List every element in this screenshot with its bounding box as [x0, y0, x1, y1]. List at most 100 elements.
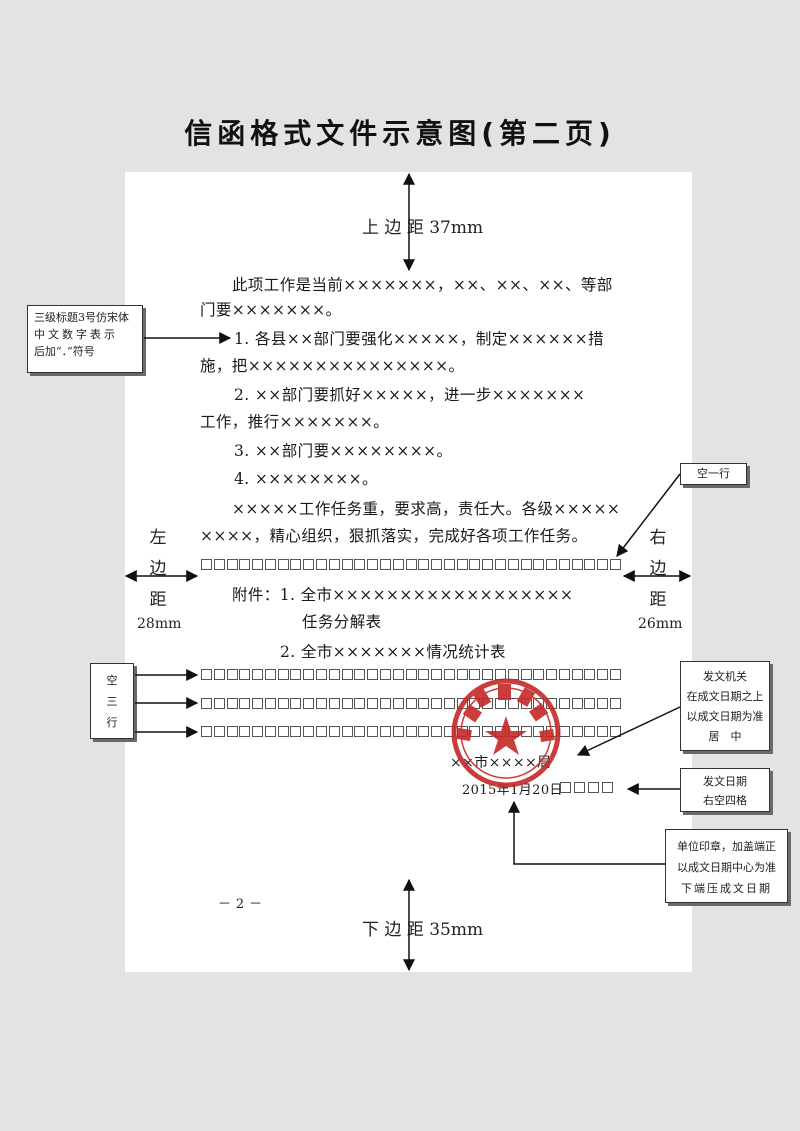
empty-char-box [610, 669, 621, 680]
empty-char-box [443, 669, 455, 680]
attachment-line: 附件：1. 全市×××××××××××××××××× [232, 586, 574, 604]
empty-char-box [379, 726, 391, 737]
empty-one-arrow [616, 473, 681, 557]
empty-char-box [239, 726, 251, 737]
issue-date: 2015年1月20日 [462, 783, 563, 798]
callout-text: 三级标题3号仿宋体 [34, 311, 129, 324]
body-line: 3. ××部门要××××××××。 [234, 442, 453, 460]
empty-char-box [213, 726, 225, 737]
empty-line-boxes [201, 558, 621, 572]
empty-char-box [431, 669, 443, 680]
empty-char-box [584, 559, 596, 570]
empty-char-box [316, 669, 328, 680]
empty-char-box [316, 726, 328, 737]
empty-char-box [226, 726, 238, 737]
empty-char-box [418, 669, 430, 680]
callout-text: 空 [106, 674, 118, 687]
empty-char-box [213, 669, 225, 680]
empty-char-box [354, 698, 366, 709]
empty-char-box [341, 559, 353, 570]
empty-char-box [482, 559, 494, 570]
empty-char-box [264, 669, 276, 680]
callout-text: 发文日期 [703, 775, 747, 788]
empty-char-box [431, 698, 443, 709]
empty-char-box [443, 559, 455, 570]
empty-char-box [226, 698, 238, 709]
empty-char-box [277, 726, 289, 737]
empty-char-box [431, 726, 443, 737]
empty-char-box [546, 559, 558, 570]
callout-text: 后加“．”符号 [34, 345, 95, 358]
empty-char-box [571, 698, 583, 709]
callout-text: 以成文日期为准 [686, 710, 764, 723]
right-margin-char-1: 右 [649, 528, 667, 548]
attachment-line: 2. 全市×××××××情况统计表 [280, 643, 506, 661]
body-line: ×××××工作任务重，要求高，责任大。各级××××× [232, 500, 621, 518]
empty-char-box [405, 698, 417, 709]
empty-char-box [584, 726, 596, 737]
callout-text: 下端压成文日期 [681, 882, 772, 895]
left-margin-char-3: 距 [149, 590, 167, 610]
empty-char-box [252, 559, 264, 570]
empty-char-box [392, 669, 404, 680]
empty-char-box [303, 698, 315, 709]
empty-char-box [597, 559, 609, 570]
page-title: 信函格式文件示意图(第二页) [184, 117, 616, 150]
empty-char-box [597, 698, 609, 709]
body-line: 施，把×××××××××××××××。 [200, 357, 465, 375]
empty-char-box [367, 726, 379, 737]
empty-char-box [277, 669, 289, 680]
empty-char-box [303, 669, 315, 680]
callout-empty-three: 空 三 行 [90, 663, 134, 739]
empty-char-box [226, 669, 238, 680]
empty-char-box [610, 559, 621, 570]
empty-char-box [328, 559, 340, 570]
body-line: ××××，精心组织，狠抓落实，完成好各项工作任务。 [200, 527, 588, 545]
empty-char-box [290, 559, 302, 570]
empty-char-box [469, 559, 481, 570]
empty-char-box [328, 698, 340, 709]
empty-char-box [379, 669, 391, 680]
empty-char-box [584, 669, 596, 680]
empty-char-box [201, 669, 212, 680]
empty-char-box [252, 726, 264, 737]
empty-char-box [239, 559, 251, 570]
empty-char-box [328, 726, 340, 737]
empty-char-box [418, 698, 430, 709]
empty-char-box [571, 669, 583, 680]
empty-char-box [290, 669, 302, 680]
empty-char-box [277, 698, 289, 709]
empty-char-box [456, 559, 468, 570]
empty-char-box [341, 669, 353, 680]
empty-char-box [201, 726, 212, 737]
empty-char-box [354, 669, 366, 680]
empty-char-box [533, 669, 545, 680]
letter-page [125, 172, 692, 972]
empty-char-box [379, 559, 391, 570]
empty-char-box [367, 669, 379, 680]
empty-char-box [405, 726, 417, 737]
empty-char-box [558, 698, 570, 709]
empty-char-box [597, 726, 609, 737]
empty-char-box [328, 669, 340, 680]
left-margin-char-1: 左 [149, 528, 167, 548]
empty-char-box [597, 669, 609, 680]
right-margin-char-3: 距 [649, 590, 667, 610]
empty-char-box [264, 559, 276, 570]
empty-char-box [405, 669, 417, 680]
empty-char-box [392, 726, 404, 737]
empty-char-box [507, 698, 519, 709]
empty-char-box [264, 698, 276, 709]
issuer-arrow [576, 706, 681, 756]
empty-char-box [354, 726, 366, 737]
empty-char-box [226, 559, 238, 570]
official-seal-icon [451, 678, 561, 788]
empty-char-box [443, 698, 455, 709]
empty-char-box [469, 669, 481, 680]
empty-char-box [392, 698, 404, 709]
empty-char-box [405, 559, 417, 570]
callout-text: 单位印章，加盖端正 [677, 840, 776, 853]
empty-char-box [367, 698, 379, 709]
callout-text: 以成文日期中心为准 [677, 861, 776, 874]
